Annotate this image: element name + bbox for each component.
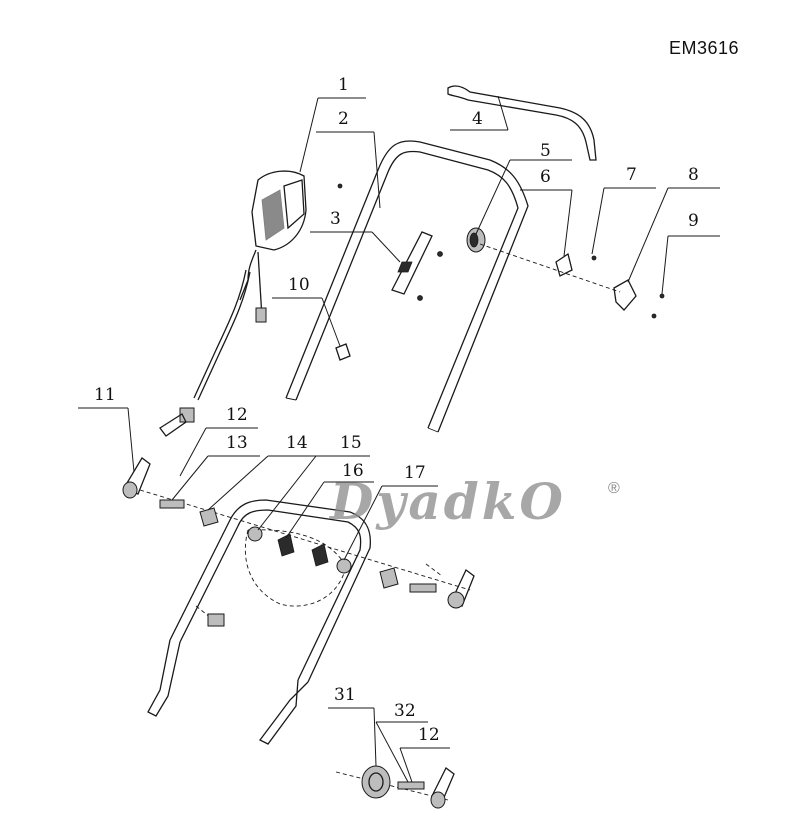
callout-13: 13 [226, 433, 248, 453]
callout-9: 9 [688, 211, 699, 231]
callout-11: 11 [94, 385, 116, 405]
callout-1: 1 [338, 75, 349, 95]
callout-12-lower: 12 [418, 725, 440, 745]
part-5-to-9-fittings [466, 227, 665, 319]
callout-6: 6 [540, 167, 551, 187]
watermark-registered-mark: ® [608, 480, 620, 497]
part-2-upper-handle [285, 140, 529, 433]
callout-17: 17 [404, 463, 426, 483]
part-lower-handle [147, 499, 372, 745]
part-10-cable-clip [335, 183, 351, 361]
callout-2: 2 [338, 109, 349, 129]
part-11-to-17-knobs [122, 457, 475, 609]
part-3-clip-plate [391, 231, 443, 301]
model-code: EM3616 [669, 38, 740, 58]
callout-32: 32 [394, 701, 416, 721]
part-31-32-knob [335, 765, 455, 809]
callout-3: 3 [330, 209, 341, 229]
callout-7: 7 [626, 165, 637, 185]
callout-12: 12 [226, 405, 248, 425]
callout-31: 31 [334, 685, 356, 705]
watermark: DyadkO [330, 472, 566, 531]
callout-4: 4 [472, 109, 483, 129]
callout-15: 15 [340, 433, 362, 453]
callout-5: 5 [540, 141, 551, 161]
callout-10: 10 [288, 275, 310, 295]
leader-lines [78, 95, 720, 783]
callout-8: 8 [688, 165, 699, 185]
part-4-handle-grip [447, 85, 597, 161]
callout-14: 14 [286, 433, 308, 453]
callout-16: 16 [342, 461, 364, 481]
part-1-switch-box [159, 170, 307, 437]
